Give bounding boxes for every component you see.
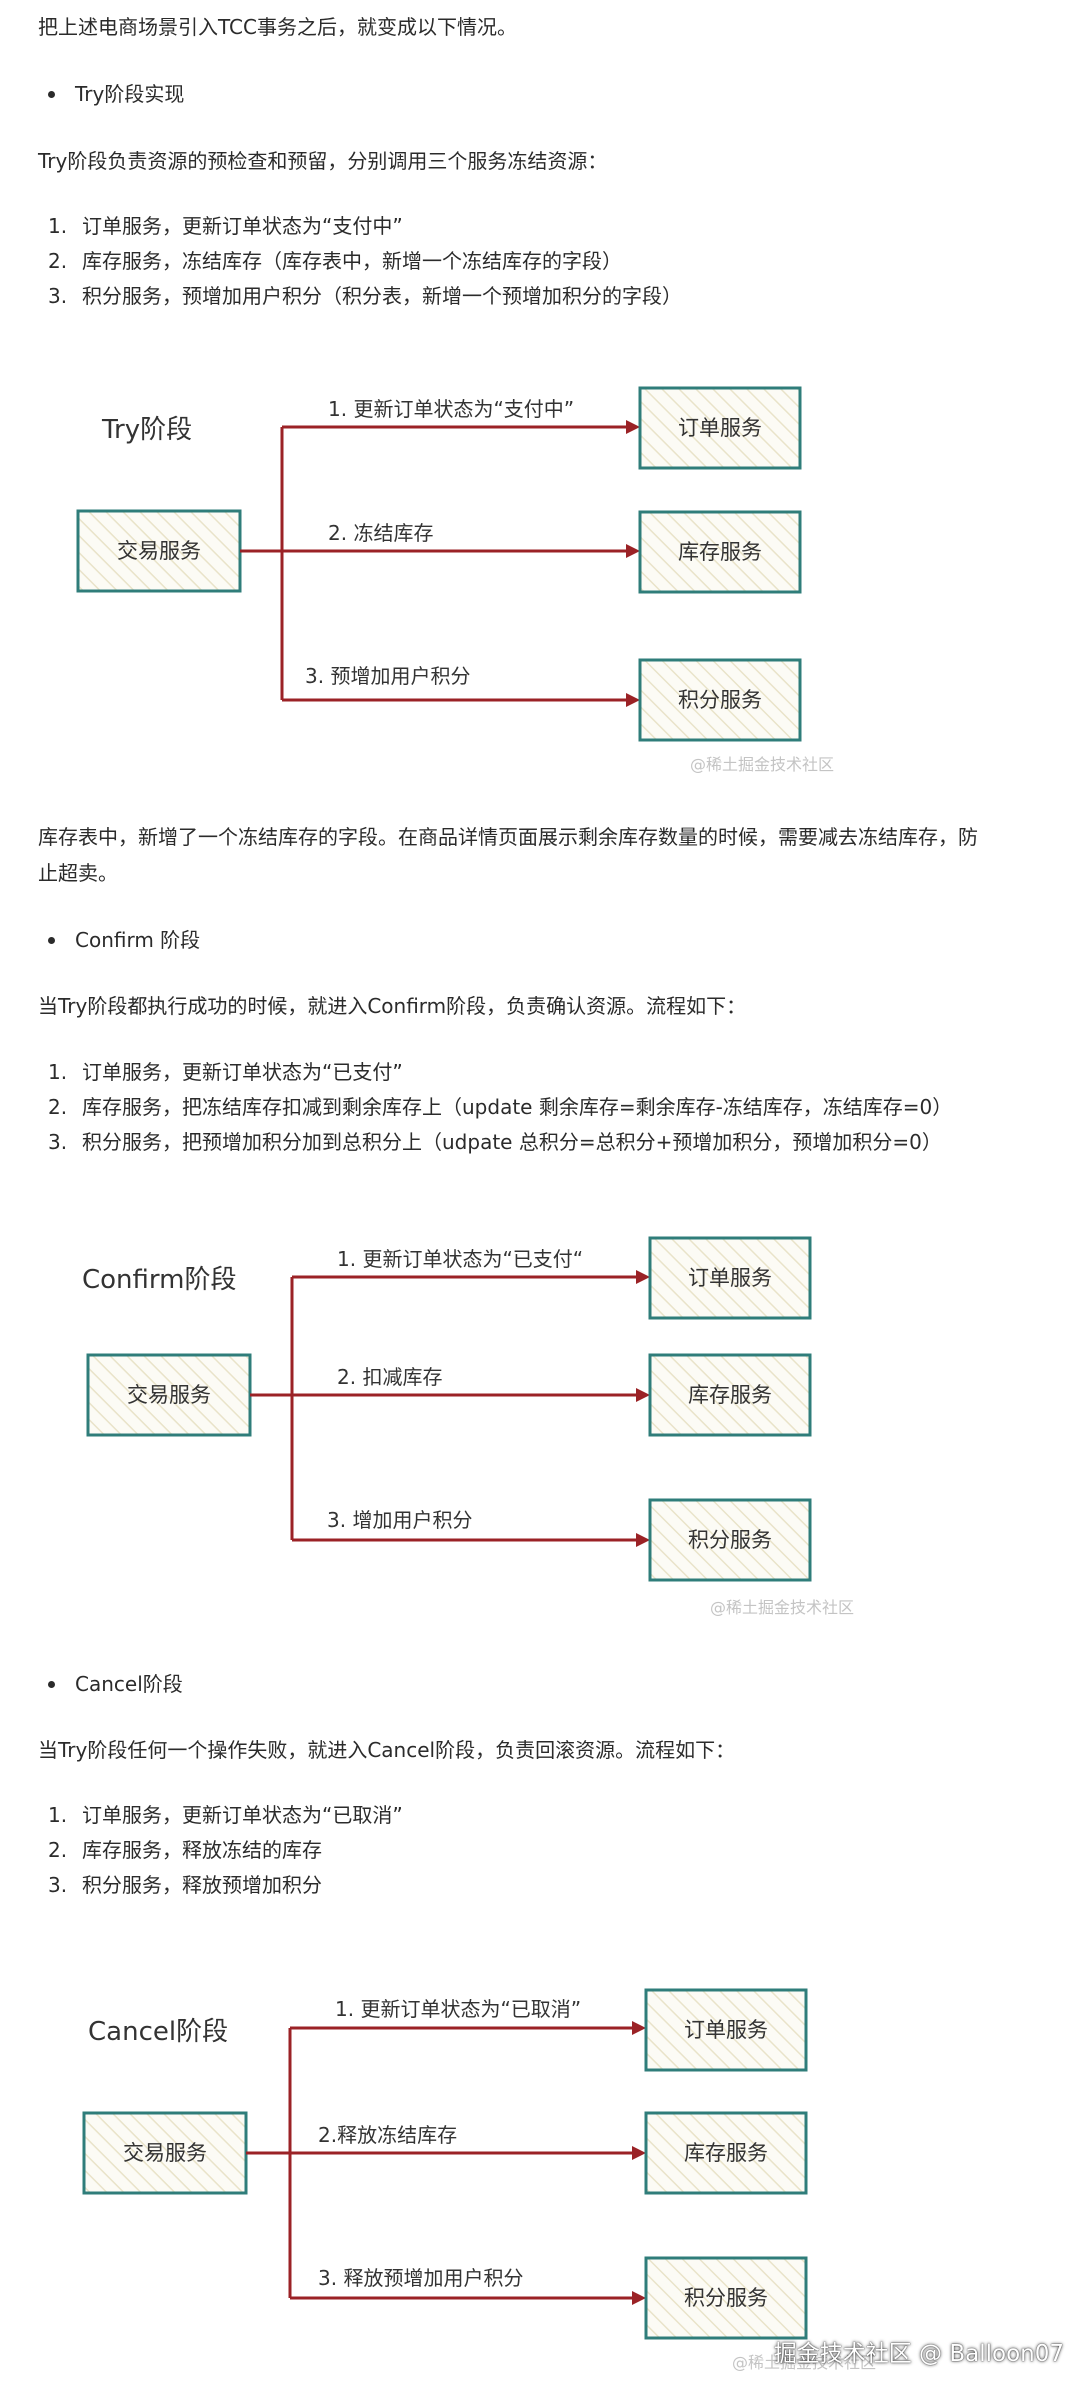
arrow-label: 3. 释放预增加用户积分 [318, 2266, 523, 2290]
arrow-head [626, 420, 640, 434]
target-service-box [648, 1353, 812, 1437]
arrow-label: 3. 预增加用户积分 [305, 664, 470, 688]
cancel-heading: Cancel阶段 [75, 1672, 183, 1696]
arrow-label: 2.释放冻结库存 [318, 2123, 457, 2147]
confirm-flow-diagram: Confirm阶段 交易服务 1. 更新订单状态为“已支付“ 2. 扣减库存 3… [60, 1205, 880, 1625]
target-service-box [638, 386, 802, 470]
diagram-watermark: @稀土掘金技术社区 [710, 1598, 854, 1617]
phase-label: Confirm阶段 [82, 1265, 236, 1295]
target-service-box [638, 510, 802, 594]
arrow-head [626, 544, 640, 558]
try-note-line-1: 库存表中，新增了一个冻结库存的字段。在商品详情页面展示剩余库存数量的时候，需要减… [38, 825, 978, 849]
bullet-dot [48, 1681, 55, 1688]
source-service-label: 交易服务 [127, 1383, 211, 1407]
confirm-heading: Confirm 阶段 [75, 928, 201, 952]
target-service-label: 积分服务 [678, 688, 762, 712]
arrow-head [632, 2146, 646, 2160]
source-service-label: 交易服务 [117, 539, 201, 563]
arrow-head [636, 1388, 650, 1402]
site-watermark: 掘金技术社区 @ Balloon07 [773, 2341, 1064, 2367]
arrow-head [632, 2021, 646, 2035]
target-service-label: 订单服务 [678, 416, 762, 440]
intro-paragraph: 把上述电商场景引入TCC事务之后，就变成以下情况。 [38, 15, 517, 39]
try-flow-svg: Try阶段 交易服务 1. 更新订单状态为“支付中” 2. 冻结库存 3. 预增… [76, 386, 834, 774]
target-service-box [644, 2111, 808, 2195]
arrow-label: 1. 更新订单状态为“已支付“ [337, 1247, 583, 1271]
arrow-head [636, 1270, 650, 1284]
source-service-label: 交易服务 [123, 2141, 207, 2165]
cancel-description: 当Try阶段任何一个操作失败，就进入Cancel阶段，负责回滚资源。流程如下： [38, 1738, 736, 1762]
target-service-label: 积分服务 [684, 2286, 768, 2310]
try-flow-diagram: Try阶段 交易服务 1. 更新订单状态为“支付中” 2. 冻结库存 3. 预增… [60, 365, 860, 785]
phase-label: Try阶段 [101, 415, 192, 445]
source-service-box [86, 1353, 252, 1437]
target-service-label: 库存服务 [688, 1383, 772, 1407]
target-service-label: 库存服务 [684, 2141, 768, 2165]
target-service-box [648, 1498, 812, 1582]
arrow-head [636, 1533, 650, 1547]
try-heading: Try阶段实现 [75, 82, 185, 106]
target-service-label: 积分服务 [688, 1528, 772, 1552]
target-service-box [648, 1236, 812, 1320]
target-service-box [644, 2256, 808, 2340]
confirm-flow-svg: Confirm阶段 交易服务 1. 更新订单状态为“已支付“ 2. 扣减库存 3… [82, 1236, 854, 1617]
source-service-box [82, 2111, 248, 2195]
arrow-label: 2. 扣减库存 [337, 1365, 442, 1389]
bullet-dot [48, 937, 55, 944]
arrow-head [632, 2291, 646, 2305]
arrow-label: 3. 增加用户积分 [327, 1508, 472, 1532]
target-service-box [644, 1988, 808, 2072]
cancel-flow-diagram: Cancel阶段 交易服务 1. 更新订单状态为“已取消” 2.释放冻结库存 3… [60, 1960, 880, 2380]
arrow-label: 1. 更新订单状态为“已取消” [335, 1997, 581, 2021]
confirm-description: 当Try阶段都执行成功的时候，就进入Confirm阶段，负责确认资源。流程如下： [38, 994, 747, 1018]
try-note-line-2: 止超卖。 [38, 861, 118, 885]
arrow-label: 2. 冻结库存 [328, 521, 433, 545]
diagram-watermark: @稀土掘金技术社区 [690, 755, 834, 774]
arrow-label: 1. 更新订单状态为“支付中” [328, 397, 574, 421]
cancel-flow-svg: Cancel阶段 交易服务 1. 更新订单状态为“已取消” 2.释放冻结库存 3… [82, 1988, 876, 2372]
target-service-label: 订单服务 [684, 2018, 768, 2042]
target-service-label: 库存服务 [678, 540, 762, 564]
target-service-label: 订单服务 [688, 1266, 772, 1290]
try-description: Try阶段负责资源的预检查和预留，分别调用三个服务冻结资源： [38, 149, 608, 173]
bullet-dot [48, 91, 55, 98]
target-service-box [638, 658, 802, 742]
diagram-watermark: @稀土掘金技术社区 [732, 2353, 876, 2372]
phase-label: Cancel阶段 [88, 2017, 228, 2047]
arrow-head [626, 693, 640, 707]
source-service-box [76, 509, 242, 593]
